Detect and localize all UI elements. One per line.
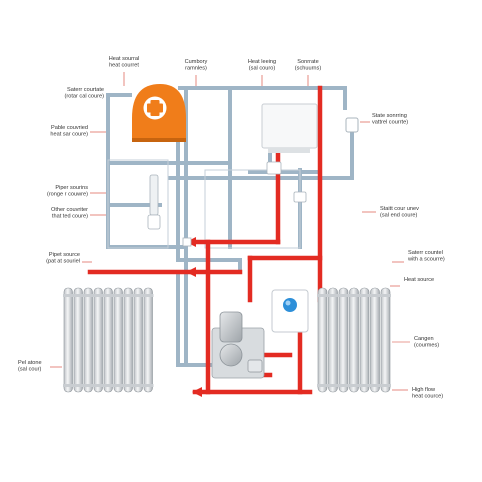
- fitting-hot-joint: [266, 161, 282, 175]
- label-sonrrate: Sonrrate(schuurns): [295, 59, 322, 72]
- radiator-fin: [93, 287, 103, 393]
- label-saterr-courtate: Saterr courtate(rotar cal coure): [65, 87, 105, 100]
- pipe-outline-left: [107, 159, 169, 249]
- radiator-header-bar: [317, 294, 391, 297]
- control-unit-base: [268, 148, 310, 153]
- radiator-header-bar: [63, 294, 154, 297]
- radiator-left: [63, 287, 154, 393]
- radiator-fin: [123, 287, 133, 393]
- flow-arrow-left: [186, 267, 196, 277]
- circulation-pump: [211, 311, 265, 379]
- radiator-fin: [370, 287, 380, 393]
- radiator-fin: [349, 287, 359, 393]
- label-cangen: Cangen(courmes): [414, 336, 439, 349]
- valve-left-low: [147, 214, 161, 230]
- blue-dot-icon: [283, 298, 297, 312]
- radiator-header-bar: [317, 384, 391, 387]
- flow-arrow-bottom: [192, 387, 202, 397]
- radiator-right: [317, 287, 391, 393]
- boiler: [132, 84, 186, 142]
- valve-left-mid: [149, 174, 159, 216]
- control-unit: [261, 103, 318, 153]
- plus-cross-icon: [143, 96, 167, 120]
- label-pel-atone: Pel atone(sal cour): [18, 360, 42, 373]
- label-heat-source-right: Heat source: [404, 277, 434, 283]
- expansion-vessel: [271, 289, 309, 333]
- cold-pipe-valve-feed: [168, 128, 354, 180]
- radiator-fin: [338, 287, 349, 393]
- thin-pipe-outlines: [107, 159, 301, 249]
- radiator-fin: [143, 287, 153, 393]
- radiator-fin: [133, 287, 143, 393]
- radiator-fin: [103, 287, 113, 393]
- radiator-fin: [359, 287, 370, 393]
- pump-valve-right: [247, 359, 263, 373]
- pump-housing: [219, 343, 243, 367]
- radiator-fin: [63, 287, 73, 393]
- radiator-fin: [73, 287, 83, 393]
- valve-top-right: [345, 117, 359, 133]
- fitting-t-joint: [182, 237, 192, 247]
- radiator-fin: [317, 287, 328, 393]
- label-piper-sourins: Piper sourins(ronge r couwre): [47, 185, 88, 198]
- radiator-header-bar: [63, 384, 154, 387]
- pipe-outline-right: [204, 169, 301, 249]
- fittings: [147, 117, 359, 247]
- cold-pipe-bottom-return: [176, 270, 217, 367]
- boiler-base: [132, 138, 186, 142]
- radiator-fin: [83, 287, 93, 393]
- control-unit-body: [261, 103, 318, 149]
- radiator-fin: [113, 287, 123, 393]
- label-pipet-source: Pipet source(pat at souriel: [46, 252, 80, 265]
- label-staitt-cour: Staitt cour unev(sal end coure): [380, 206, 419, 219]
- radiator-fin: [380, 287, 391, 393]
- fitting-cold-feed: [293, 191, 307, 203]
- pump-motor: [219, 311, 243, 343]
- label-heat-leeing: Heat leeing(sal couro): [248, 59, 276, 72]
- radiator-fin: [328, 287, 338, 393]
